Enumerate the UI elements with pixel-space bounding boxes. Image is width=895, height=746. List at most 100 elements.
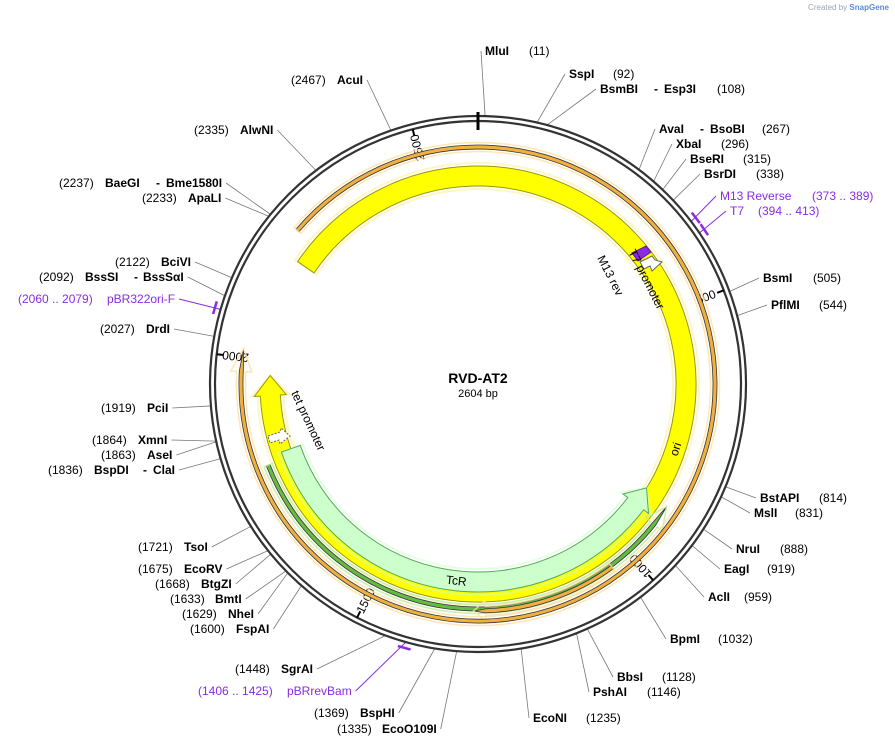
enzyme-label: BsmBI: [600, 82, 638, 96]
enzyme-connector: [675, 565, 705, 598]
enzyme-connector: [225, 182, 271, 215]
enzyme-label: BstAPI: [760, 491, 799, 505]
enzyme-label: ClaI: [153, 463, 175, 477]
enzyme-position: (2092): [39, 270, 74, 284]
tcr-orf-halo: [263, 462, 668, 615]
enzyme-position: (338): [756, 167, 784, 181]
enzyme-connector: [277, 129, 317, 171]
enzyme-position: (11): [529, 44, 549, 58]
enzyme-position: (1448): [235, 662, 270, 676]
enzyme-connector: [172, 405, 211, 409]
feature-glow: [248, 162, 700, 607]
enzyme-position: (544): [819, 298, 847, 312]
enzyme-separator: -: [654, 82, 658, 96]
credit-prefix: Created by: [808, 3, 848, 12]
enzyme-position: (1032): [718, 632, 753, 646]
enzyme-position: (1721): [138, 540, 173, 554]
enzyme-position: (1335): [337, 722, 372, 736]
enzyme-position: (92): [613, 67, 634, 81]
enzyme-connector: [691, 545, 721, 570]
enzyme-label: Bme1580I: [166, 176, 222, 190]
orf-a-halo: [472, 562, 616, 624]
primer-label: pBRrevBam: [287, 684, 352, 698]
enzyme-position: (1146): [647, 685, 681, 699]
tcr-feature-label: TcR: [445, 573, 467, 589]
enzyme-position: (1633): [170, 592, 205, 606]
enzyme-label: MslI: [754, 506, 777, 520]
enzyme-position: (1128): [662, 670, 696, 684]
enzyme-connector: [225, 197, 270, 217]
primer-range: (2060 .. 2079): [18, 292, 93, 306]
enzyme-label: NruI: [736, 542, 760, 556]
enzyme-label: TsoI: [184, 540, 208, 554]
enzyme-label: AcuI: [337, 73, 363, 87]
orf-a-arrow: [473, 564, 614, 614]
enzyme-connector: [235, 553, 272, 585]
label-connector-lines: [171, 50, 768, 730]
enzyme-connector: [640, 596, 667, 640]
enzyme-label: PciI: [147, 401, 168, 415]
enzyme-connector: [653, 143, 673, 182]
enzyme-position: (1836): [48, 463, 83, 477]
snapgene-credit: Created by SnapGene: [808, 3, 889, 12]
enzyme-label: AseI: [147, 448, 172, 462]
enzyme-label: SspI: [569, 67, 594, 81]
enzyme-connector: [178, 458, 221, 471]
snapgene-logo: SnapGene: [849, 3, 889, 12]
enzyme-connector: [440, 651, 458, 730]
enzyme-connector: [662, 158, 687, 190]
enzyme-label: BsoBI: [710, 122, 745, 136]
enzyme-connector: [176, 441, 217, 456]
enzyme-connector: [672, 173, 701, 201]
enzyme-label: BspHI: [360, 706, 395, 720]
enzyme-label: BaeGI: [105, 176, 140, 190]
enzyme-position: (1675): [138, 562, 173, 576]
enzyme-position: (959): [744, 590, 772, 604]
enzyme-label: BspDI: [94, 463, 129, 477]
enzyme-position: (2233): [142, 191, 177, 205]
tick-mark: [356, 610, 362, 619]
enzyme-label: MluI: [485, 44, 509, 58]
enzyme-label: ApaLI: [188, 191, 221, 205]
enzyme-connector: [366, 79, 392, 131]
primer-site-mark: [211, 300, 218, 315]
enzyme-label: BmtI: [215, 592, 242, 606]
enzyme-label: PflMI: [771, 298, 800, 312]
enzyme-separator: -: [143, 463, 147, 477]
enzyme-position: (1369): [314, 706, 349, 720]
enzyme-connector: [720, 496, 751, 514]
tick-mark: [647, 574, 654, 581]
enzyme-connector: [226, 550, 269, 570]
enzyme-position: (2335): [194, 123, 229, 137]
enzyme-label: Esp3I: [664, 82, 696, 96]
enzyme-position: (1629): [182, 607, 217, 621]
primer-connector: [355, 641, 407, 692]
enzyme-label: BssSαI: [143, 270, 184, 284]
enzyme-connector: [173, 328, 215, 337]
enzyme-label: AvaI: [659, 122, 684, 136]
enzyme-position: (1863): [101, 448, 136, 462]
enzyme-position: (1864): [92, 433, 127, 447]
enzyme-label: EcoO109I: [382, 722, 437, 736]
enzyme-label: NheI: [228, 607, 254, 621]
enzyme-connector: [546, 88, 597, 126]
enzyme-label: AclI: [708, 590, 730, 604]
enzyme-label: BsmI: [763, 271, 792, 285]
enzyme-label: BpmI: [670, 632, 700, 646]
enzyme-connector: [586, 628, 614, 678]
enzyme-position: (1235): [586, 711, 621, 725]
enzyme-label: EcoNI: [533, 711, 567, 725]
primer-site-mark: [397, 644, 411, 651]
primer-site-mark: [699, 223, 710, 236]
enzyme-label: DrdI: [146, 322, 170, 336]
t7-promoter-arrow: [639, 255, 664, 272]
tick-mark: [216, 353, 224, 357]
enzyme-connector: [480, 50, 486, 117]
enzyme-label: BseRI: [690, 152, 724, 166]
enzyme-connector: [703, 528, 733, 550]
enzyme-connector: [725, 486, 757, 499]
enzyme-connector: [398, 648, 436, 714]
tick-mark: [716, 289, 725, 294]
enzyme-position: (888): [780, 542, 808, 556]
